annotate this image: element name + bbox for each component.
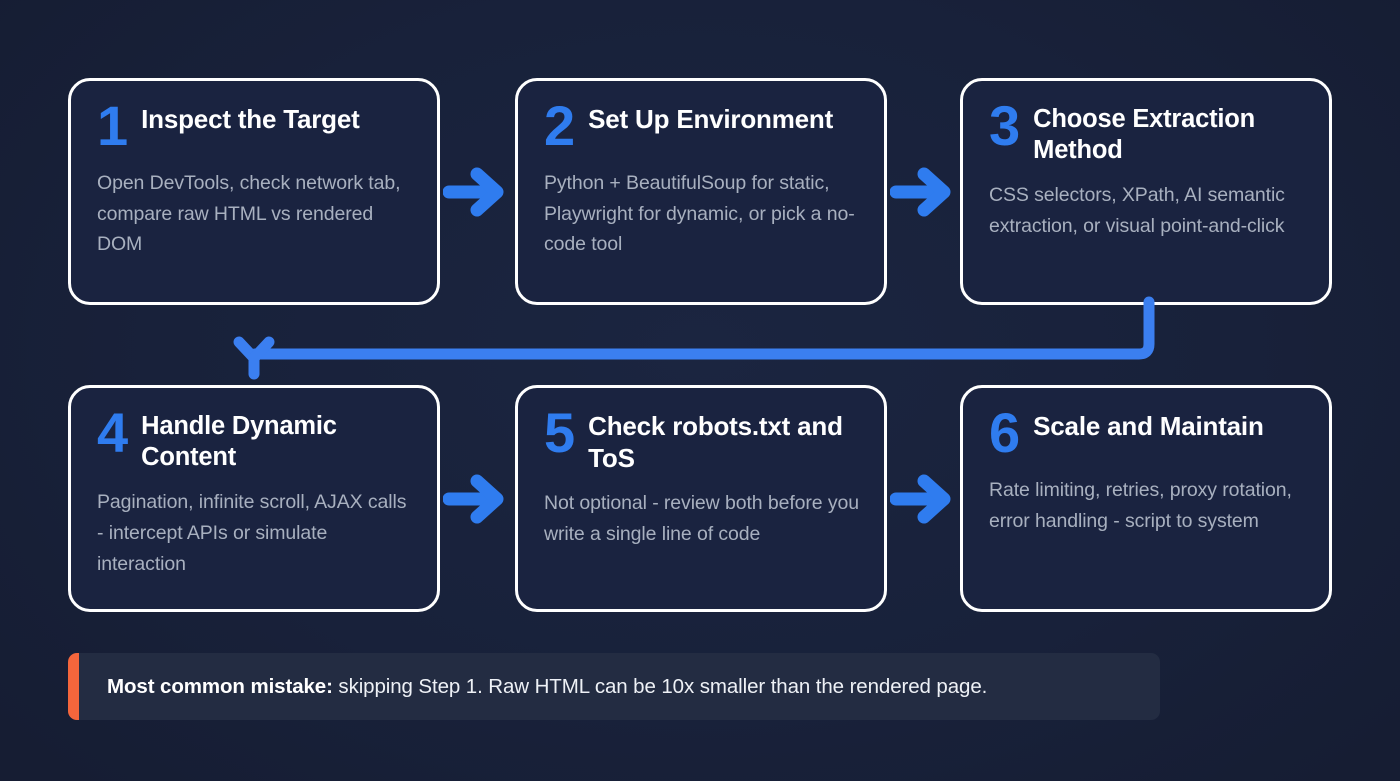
- step-body-6: Rate limiting, retries, proxy rotation, …: [989, 478, 1292, 532]
- step-number-3: 3: [989, 94, 1020, 157]
- arrow-right-icon: [443, 167, 504, 217]
- step-card-header: 5 Check robots.txt and ToS: [544, 401, 860, 474]
- callout-text: Most common mistake: skipping Step 1. Ra…: [79, 675, 987, 699]
- step-title-6: Scale and Maintain: [1033, 411, 1264, 441]
- step-card-4: 4 Handle Dynamic Content Pagination, inf…: [68, 385, 440, 612]
- step-number-4: 4: [97, 401, 128, 464]
- step-title-3: Choose Extraction Method: [1033, 105, 1256, 165]
- arrow-right-icon: [890, 474, 951, 524]
- callout-body: skipping Step 1. Raw HTML can be 10x sma…: [332, 674, 988, 698]
- step-body-4: Pagination, infinite scroll, AJAX calls …: [97, 491, 407, 575]
- callout-accent-bar: [68, 653, 79, 720]
- step-card-header: 6 Scale and Maintain: [989, 401, 1305, 464]
- step-body-3: CSS selectors, XPath, AI semantic extrac…: [989, 184, 1285, 238]
- step-card-header: 2 Set Up Environment: [544, 94, 860, 157]
- arrow-right-icon: [443, 474, 504, 524]
- step-title-1: Inspect the Target: [141, 104, 360, 134]
- step-body-1: Open DevTools, check network tab, compar…: [97, 171, 401, 256]
- step-card-2: 2 Set Up Environment Python + BeautifulS…: [515, 78, 887, 305]
- step-number-1: 1: [97, 94, 128, 157]
- step-card-3: 3 Choose Extraction Method CSS selectors…: [960, 78, 1332, 305]
- step-body-5: Not optional - review both before you wr…: [544, 492, 859, 546]
- step-title-2: Set Up Environment: [588, 104, 834, 134]
- step-number-5: 5: [544, 401, 575, 464]
- step-card-header: 1 Inspect the Target: [97, 94, 413, 157]
- step-body-2: Python + BeautifulSoup for static, Playw…: [544, 171, 855, 256]
- step-card-5: 5 Check robots.txt and ToS Not optional …: [515, 385, 887, 612]
- step-title-5: Check robots.txt and ToS: [588, 411, 843, 473]
- step-number-2: 2: [544, 94, 575, 157]
- step-card-header: 3 Choose Extraction Method: [989, 94, 1305, 166]
- callout-banner: Most common mistake: skipping Step 1. Ra…: [68, 653, 1160, 720]
- callout-label: Most common mistake:: [107, 674, 333, 698]
- step-card-1: 1 Inspect the Target Open DevTools, chec…: [68, 78, 440, 305]
- step-card-header: 4 Handle Dynamic Content: [97, 401, 413, 473]
- arrow-wrap-down-left-icon: [233, 296, 1155, 380]
- step-number-6: 6: [989, 401, 1020, 464]
- arrow-right-icon: [890, 167, 951, 217]
- step-title-4: Handle Dynamic Content: [141, 412, 337, 472]
- step-card-6: 6 Scale and Maintain Rate limiting, retr…: [960, 385, 1332, 612]
